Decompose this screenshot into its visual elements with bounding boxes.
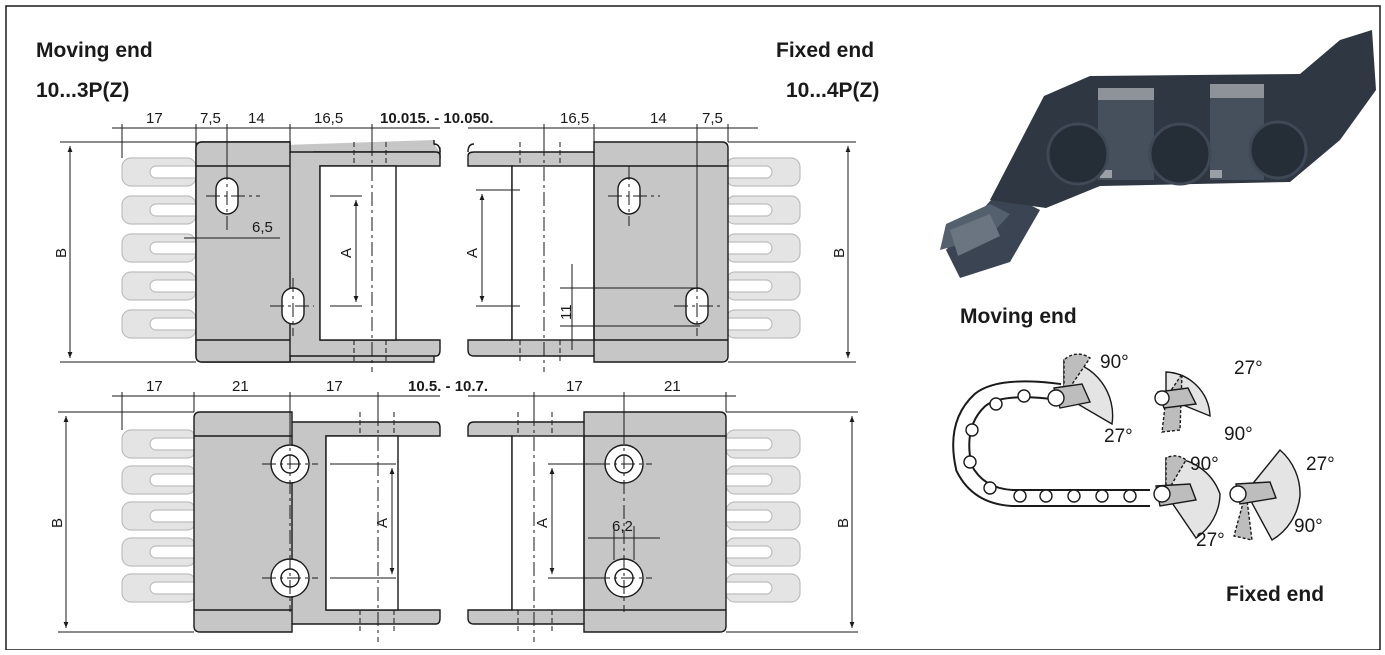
lower-hole-width: 6,2 [612,518,633,535]
lower-dim-17-left: 17 [146,378,163,395]
angle-label-5: 90° [1190,454,1219,475]
moving-end-part-label: 10...3P(Z) [36,79,130,102]
upper-width-left: A [338,248,355,258]
upper-height-left: B [53,248,70,258]
upper-right-clips [719,157,801,339]
lower-left-clips [121,429,203,603]
moving-end-label: Moving end [36,39,153,62]
upper-dim-7-5-right: 7,5 [702,110,723,127]
upper-width-right: A [464,248,481,258]
upper-dim-14-right: 14 [650,110,667,127]
lower-dim-21-left: 21 [232,378,249,395]
lower-width-left: A [374,518,391,528]
upper-height-right: B [831,248,848,258]
angle-label-3: 27° [1104,426,1133,447]
lower-series-label: 10.5. - 10.7. [408,378,488,395]
angle-diagram [952,353,1301,541]
upper-dim-14-left: 14 [248,110,265,127]
fixed-end-part-label: 10...4P(Z) [786,79,880,102]
angle-label-2: 27° [1234,358,1263,379]
lower-dim-17-right: 17 [566,378,583,395]
upper-slot-offset: 11 [558,304,575,320]
angle-label-6: 27° [1306,454,1335,475]
chain-photo [940,30,1376,278]
angle-label-8: 90° [1294,516,1323,537]
angle-label-7: 27° [1196,530,1225,551]
upper-dim-7-5-left: 7,5 [200,110,221,127]
photo-fixed-end-label: Fixed end [1226,583,1325,606]
lower-dim-17-center: 17 [326,378,343,395]
upper-left-clips [121,157,203,339]
upper-dim-17: 17 [146,110,163,127]
lower-right-clips [719,429,801,603]
upper-dim-16-5-left: 16,5 [314,110,343,127]
lower-width-right: A [534,518,551,528]
angle-label-1: 90° [1100,352,1129,373]
upper-drawing [60,124,856,372]
lower-dim-21-right: 21 [664,378,681,395]
fixed-end-label: Fixed end [776,39,875,62]
upper-series-label: 10.015. - 10.050. [380,110,493,127]
photo-moving-end-label: Moving end [960,305,1077,328]
upper-dim-16-5-right: 16,5 [560,110,589,127]
angle-label-4: 90° [1224,424,1253,445]
lower-drawing [58,392,858,642]
angle-labels: 90° 27° 27° 90° 90° 27° 27° 90° [1100,352,1335,551]
lower-height-left: B [49,518,66,528]
upper-slot-width: 6,5 [252,219,273,236]
lower-height-right: B [835,518,852,528]
